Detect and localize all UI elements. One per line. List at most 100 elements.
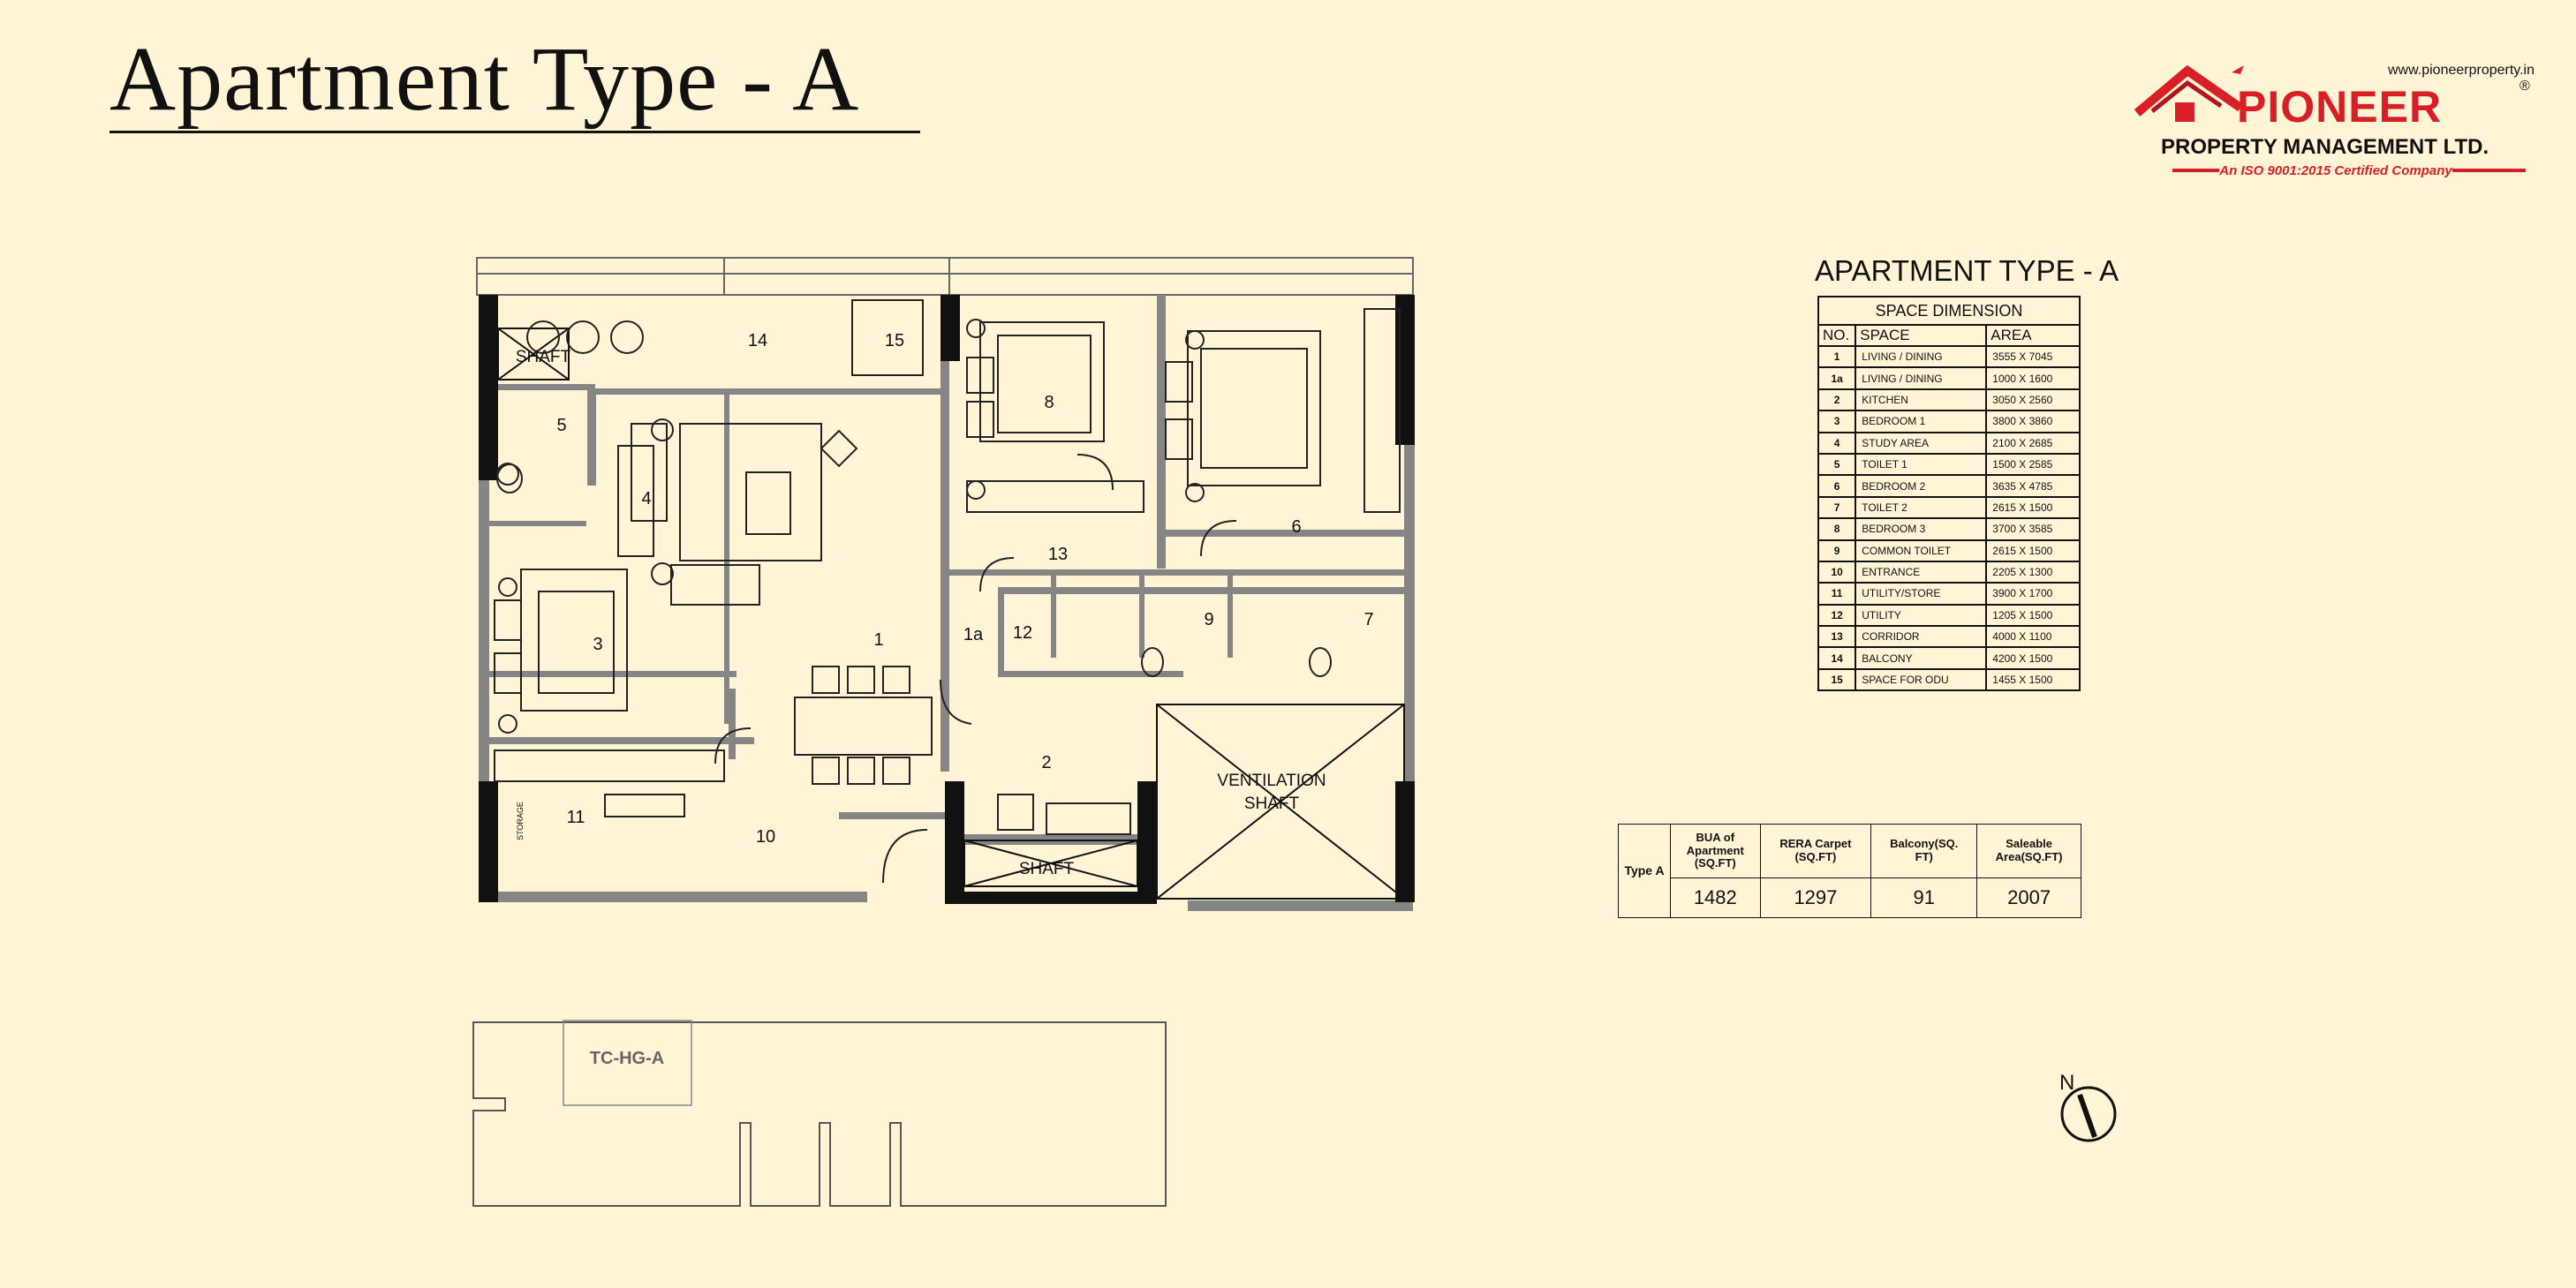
row-area: 2615 X 1500 <box>1985 539 2081 562</box>
row-area: 3555 X 7045 <box>1985 344 2081 369</box>
row-area: 1500 X 2585 <box>1985 452 2081 477</box>
house-icon <box>2134 64 2244 122</box>
north-compass: N <box>2059 1071 2117 1142</box>
storage-label: STORAGE <box>516 802 525 840</box>
room-label-12: 12 <box>1013 623 1032 643</box>
row-space: UTILITY <box>1855 603 1988 628</box>
row-space: STUDY AREA <box>1855 431 1988 455</box>
row-area: 3635 X 4785 <box>1985 474 2081 498</box>
row-space: KITCHEN <box>1855 388 1988 412</box>
row-space: CORRIDOR <box>1855 625 1988 649</box>
row-no: 14 <box>1817 646 1857 670</box>
room-label-3: 3 <box>593 635 602 654</box>
room-label-14: 14 <box>748 331 767 350</box>
value-balcony: 91 <box>1870 877 1978 918</box>
header-balcony: Balcony(SQ.FT) <box>1870 824 1978 878</box>
room-label-1: 1 <box>873 630 883 650</box>
columns <box>479 295 1415 904</box>
row-no: 11 <box>1817 582 1857 606</box>
room-label-9: 9 <box>1204 610 1213 629</box>
row-no: 10 <box>1817 560 1857 584</box>
row-space: ENTRANCE <box>1855 560 1988 584</box>
row-area: 3800 X 3860 <box>1985 410 2081 433</box>
row-area: 1205 X 1500 <box>1985 603 2081 628</box>
room-label-6: 6 <box>1291 517 1301 537</box>
company-logo: www.pioneerproperty.in PIONEER ® PROPERT… <box>2134 63 2534 178</box>
row-area: 2615 X 1500 <box>1985 495 2081 520</box>
row-area: 3700 X 3585 <box>1985 517 2081 541</box>
row-no: 8 <box>1817 517 1857 541</box>
row-space: BEDROOM 2 <box>1855 474 1988 498</box>
row-no: 12 <box>1817 603 1857 628</box>
space-dimension-caption: SPACE DIMENSION <box>1817 296 2081 326</box>
room-label-5: 5 <box>556 416 566 435</box>
row-area: 2205 X 1300 <box>1985 560 2081 584</box>
row-space: TOILET 1 <box>1855 452 1988 477</box>
row-area: 3050 X 2560 <box>1985 388 2081 412</box>
room-label-13: 13 <box>1048 545 1068 564</box>
row-area: 2100 X 2685 <box>1985 431 2081 455</box>
logo-brand: PIONEER <box>2237 82 2442 132</box>
title-underline <box>110 131 920 133</box>
page-title: Apartment Type - A <box>110 28 860 130</box>
logo-company: PROPERTY MANAGEMENT LTD. <box>2161 135 2489 159</box>
logo-tagline: An ISO 9001:2015 Certified Company <box>2218 163 2452 178</box>
row-area: 1000 X 1600 <box>1985 366 2081 390</box>
room-label-1a: 1a <box>963 625 984 644</box>
room-label-8: 8 <box>1044 393 1054 412</box>
row-space: COMMON TOILET <box>1855 539 1988 562</box>
row-no: 2 <box>1817 388 1857 412</box>
floor-plan: 1 1a 2 3 4 5 6 7 8 9 10 11 12 13 14 15 S… <box>476 257 1415 911</box>
space-dimension-heading: APARTMENT TYPE - A <box>1815 254 2119 287</box>
value-bua: 1482 <box>1670 877 1761 918</box>
north-label: N <box>2059 1071 2074 1095</box>
row-area: 1455 X 1500 <box>1985 667 2081 692</box>
value-rera-carpet: 1297 <box>1759 877 1872 918</box>
value-saleable: 2007 <box>1976 877 2081 918</box>
row-space: LIVING / DINING <box>1855 366 1988 390</box>
row-no: 6 <box>1817 474 1857 498</box>
row-space: BEDROOM 3 <box>1855 517 1988 541</box>
row-space: UTILITY/STORE <box>1855 582 1988 606</box>
row-no: 13 <box>1817 625 1857 649</box>
row-no: 9 <box>1817 539 1857 562</box>
logo-url: www.pioneerproperty.in <box>2387 63 2534 78</box>
room-label-7: 7 <box>1364 610 1373 629</box>
row-area: 4000 X 1100 <box>1985 625 2081 649</box>
column-header-no: NO. <box>1817 324 1857 347</box>
key-plan-unit-label: TC-HG-A <box>590 1049 664 1068</box>
room-label-4: 4 <box>641 489 651 508</box>
compass-icon <box>2060 1086 2117 1142</box>
ventilation-label-1: VENTILATION <box>1217 772 1326 790</box>
ventilation-label-2: SHAFT <box>1244 795 1300 813</box>
room-label-15: 15 <box>885 331 904 350</box>
shaft-label-top: SHAFT <box>516 348 571 366</box>
summary-row-label: Type A <box>1618 824 1671 918</box>
row-space: BEDROOM 1 <box>1855 410 1988 433</box>
column-header-area: AREA <box>1985 324 2081 347</box>
logo-registered: ® <box>2519 79 2530 94</box>
row-no: 3 <box>1817 410 1857 433</box>
row-no: 7 <box>1817 495 1857 520</box>
row-space: TOILET 2 <box>1855 495 1988 520</box>
row-area: 4200 X 1500 <box>1985 646 2081 670</box>
row-area: 3900 X 1700 <box>1985 582 2081 606</box>
row-no: 4 <box>1817 431 1857 455</box>
row-no: 5 <box>1817 452 1857 477</box>
